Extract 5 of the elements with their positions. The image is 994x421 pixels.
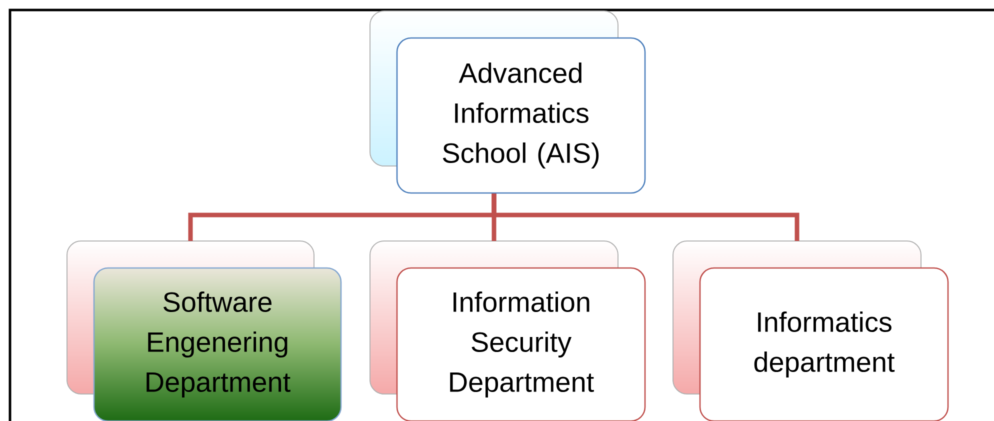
org-box: Informatics department [672, 240, 949, 421]
org-box: Software Engenering Department [66, 240, 342, 421]
connector [492, 194, 800, 241]
org-box: Information Security Department [370, 240, 646, 421]
org-box: Advanced Informatics School (AIS) [370, 10, 646, 194]
